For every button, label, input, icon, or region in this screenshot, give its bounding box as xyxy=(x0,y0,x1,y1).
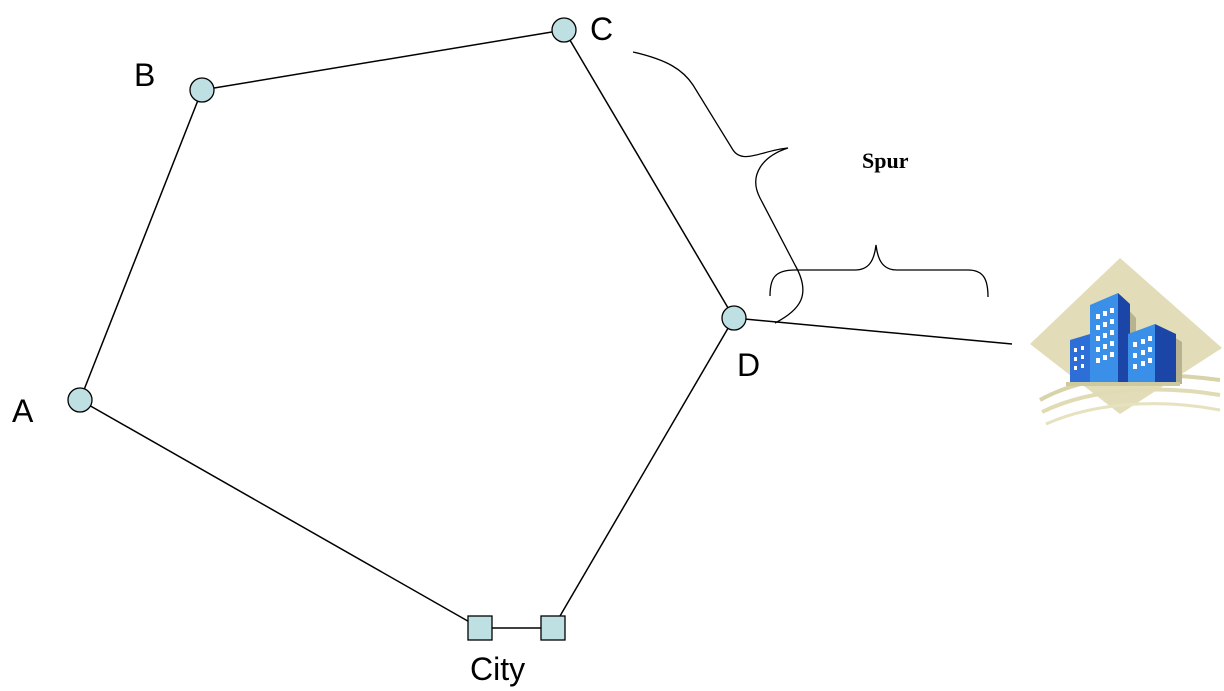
spur-brace-large xyxy=(632,51,804,324)
node-b-label: B xyxy=(134,57,155,93)
spur-label: Spur xyxy=(862,148,909,173)
node-c[interactable] xyxy=(551,17,577,43)
spur-line xyxy=(733,317,1013,345)
spur-brace-small xyxy=(769,244,989,298)
node-b[interactable] xyxy=(189,77,215,103)
node-d-label: D xyxy=(737,347,760,383)
edge-city-a xyxy=(79,399,481,629)
node-a[interactable] xyxy=(67,387,93,413)
edge-d-city xyxy=(552,317,735,629)
city-node-left[interactable] xyxy=(467,615,493,641)
node-c-label: C xyxy=(590,11,613,47)
office-buildings-icon xyxy=(1030,258,1222,426)
edge-b-c xyxy=(201,29,565,91)
edge-a-b xyxy=(79,89,203,401)
city-label: City xyxy=(470,651,525,687)
city-node-right[interactable] xyxy=(540,615,566,641)
edge-c-d xyxy=(563,29,735,319)
node-d[interactable] xyxy=(721,305,747,331)
node-a-label: A xyxy=(12,393,34,429)
